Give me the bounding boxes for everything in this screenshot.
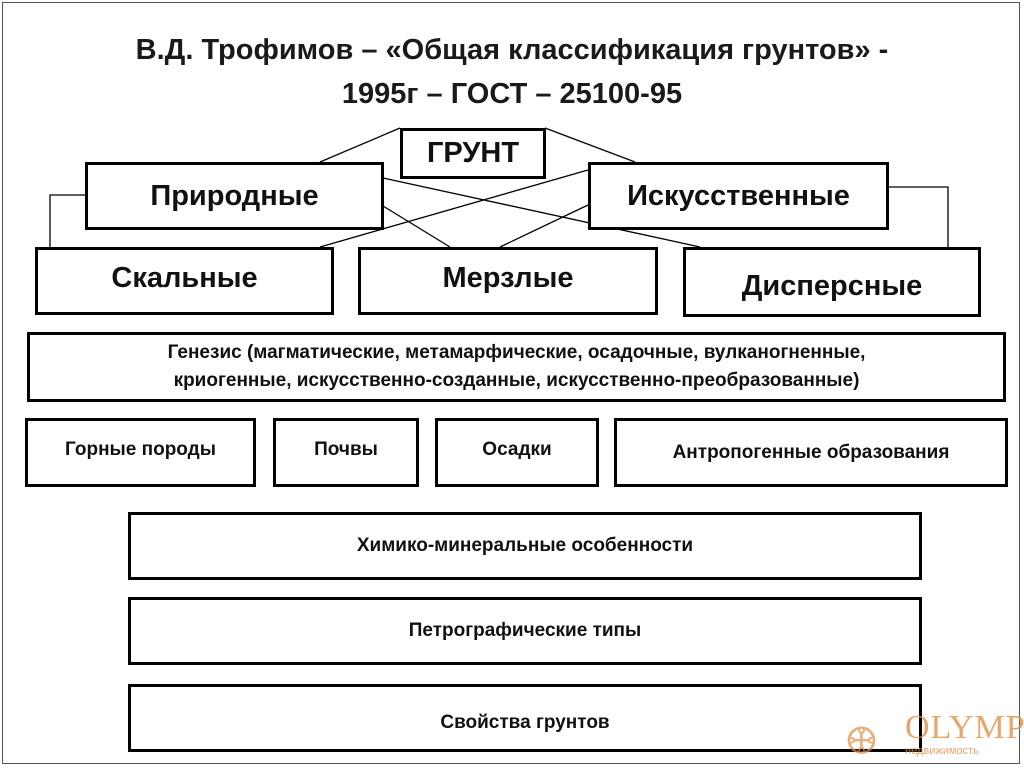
node-label: ГРУНТ bbox=[426, 137, 520, 169]
node-label: Петрографические типы bbox=[408, 620, 642, 641]
node-petrographic: Петрографические типы bbox=[128, 597, 922, 665]
node-rocks: Горные породы bbox=[25, 418, 256, 487]
node-label: Свойства грунтов bbox=[440, 712, 610, 733]
connector bbox=[319, 127, 401, 163]
slide-title: В.Д. Трофимов – «Общая классификация гру… bbox=[0, 28, 1024, 116]
column-icon: 𐃏 bbox=[845, 721, 878, 765]
node-dispersed: Дисперсные bbox=[683, 247, 981, 317]
genesis-line-2: криогенные, искусственно-созданные, иску… bbox=[173, 370, 860, 391]
title-line-1: В.Д. Трофимов – «Общая классификация гру… bbox=[135, 34, 889, 66]
watermark-name: OLYMP bbox=[905, 709, 1024, 746]
node-label: Искусственные bbox=[627, 179, 850, 212]
connector bbox=[49, 194, 85, 247]
node-label: Почвы bbox=[314, 439, 378, 460]
connector bbox=[319, 169, 589, 248]
node-genesis: Генезис (магматические, метамарфические,… bbox=[27, 332, 1006, 402]
node-soils: Почвы bbox=[273, 418, 419, 487]
genesis-line-1: Генезис (магматические, метамарфические,… bbox=[167, 342, 866, 363]
node-ground: ГРУНТ bbox=[400, 128, 546, 179]
node-label: Горные породы bbox=[65, 439, 216, 460]
connector bbox=[888, 186, 949, 247]
olymp-watermark-logo: 𐃏 OLYMP недвижимость bbox=[835, 705, 1024, 765]
node-label: Скальные bbox=[111, 262, 258, 294]
node-anthropogenic: Антропогенные образования bbox=[614, 418, 1008, 487]
watermark-sub: недвижимость bbox=[905, 745, 979, 757]
node-artificial: Искусственные bbox=[588, 162, 889, 230]
node-properties: Свойства грунтов bbox=[128, 684, 922, 752]
node-sediments: Осадки bbox=[435, 418, 599, 487]
node-label: Антропогенные образования bbox=[672, 441, 950, 463]
node-rocky: Скальные bbox=[35, 247, 334, 315]
node-label: Химико-минеральные особенности bbox=[356, 535, 694, 556]
node-label: Осадки bbox=[482, 439, 552, 460]
connector bbox=[544, 127, 636, 163]
node-label: Дисперсные bbox=[741, 269, 923, 302]
connector bbox=[382, 205, 451, 248]
node-frozen: Мерзлые bbox=[358, 247, 658, 315]
node-label: Мерзлые bbox=[442, 262, 574, 294]
node-chemical: Химико-минеральные особенности bbox=[128, 512, 922, 580]
node-natural: Природные bbox=[85, 162, 384, 230]
connector bbox=[499, 204, 589, 248]
title-line-2: 1995г – ГОСТ – 25100-95 bbox=[341, 78, 683, 110]
node-label: Природные bbox=[150, 179, 319, 212]
connector bbox=[382, 177, 701, 248]
